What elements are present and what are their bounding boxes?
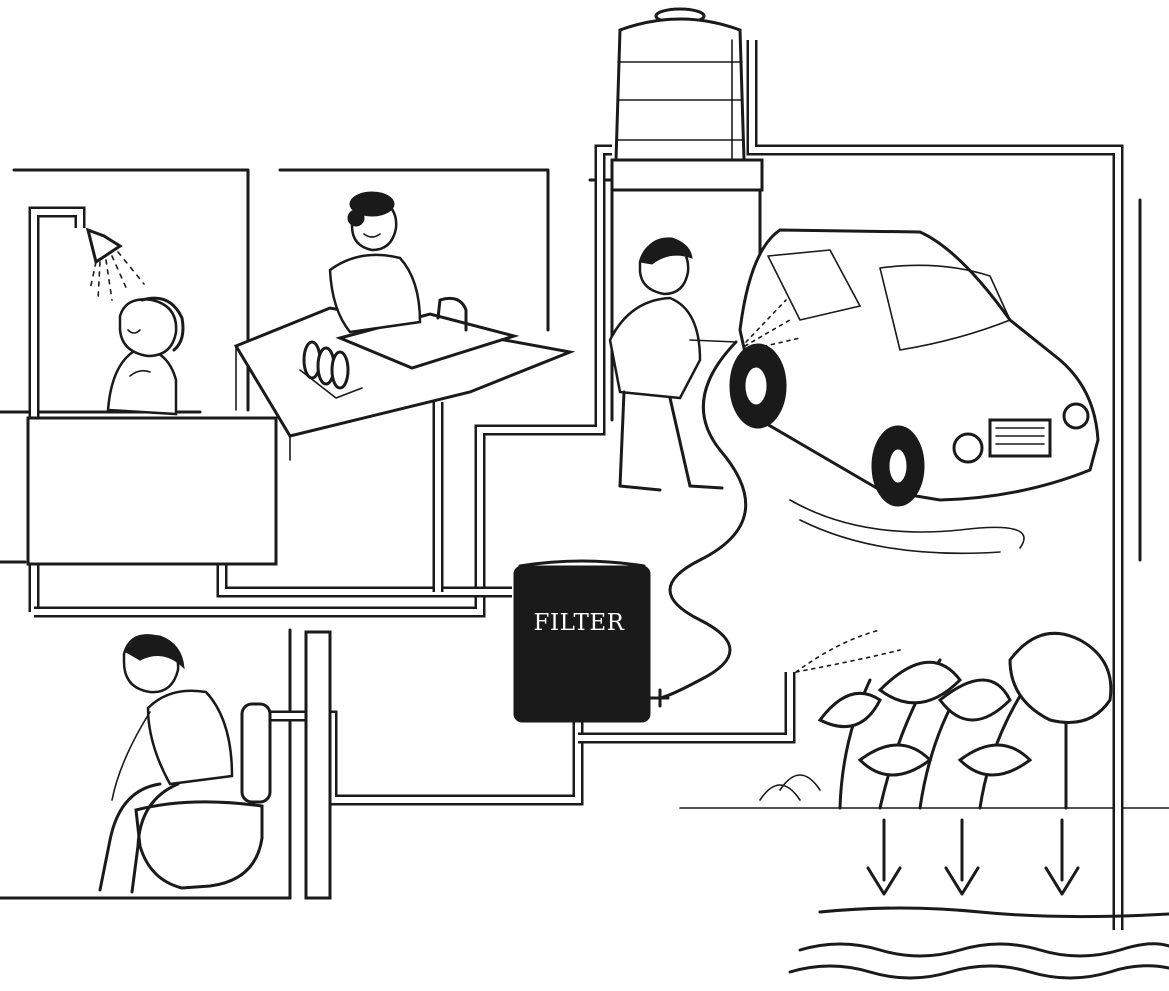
dish-washing-scene (233, 191, 576, 461)
car-washing-scene (608, 228, 1100, 700)
down-arrow-icon (866, 818, 902, 896)
pipe-network (28, 40, 1124, 930)
filter-tank: FILTER (513, 559, 670, 723)
groundwater-recharge (788, 818, 1169, 980)
shower-bathing-scene (26, 227, 278, 566)
toilet-cistern (240, 702, 272, 804)
toilet-scene (98, 634, 272, 894)
down-arrow-icon (944, 818, 980, 896)
overhead-water-tank (610, 7, 764, 192)
toilet-bowl (134, 800, 264, 890)
bathtub (26, 416, 278, 566)
down-arrow-icon (1044, 818, 1080, 896)
filter-label: FILTER (534, 610, 625, 636)
shower-head-icon (85, 227, 123, 265)
garden-irrigation-scene (759, 629, 1113, 810)
